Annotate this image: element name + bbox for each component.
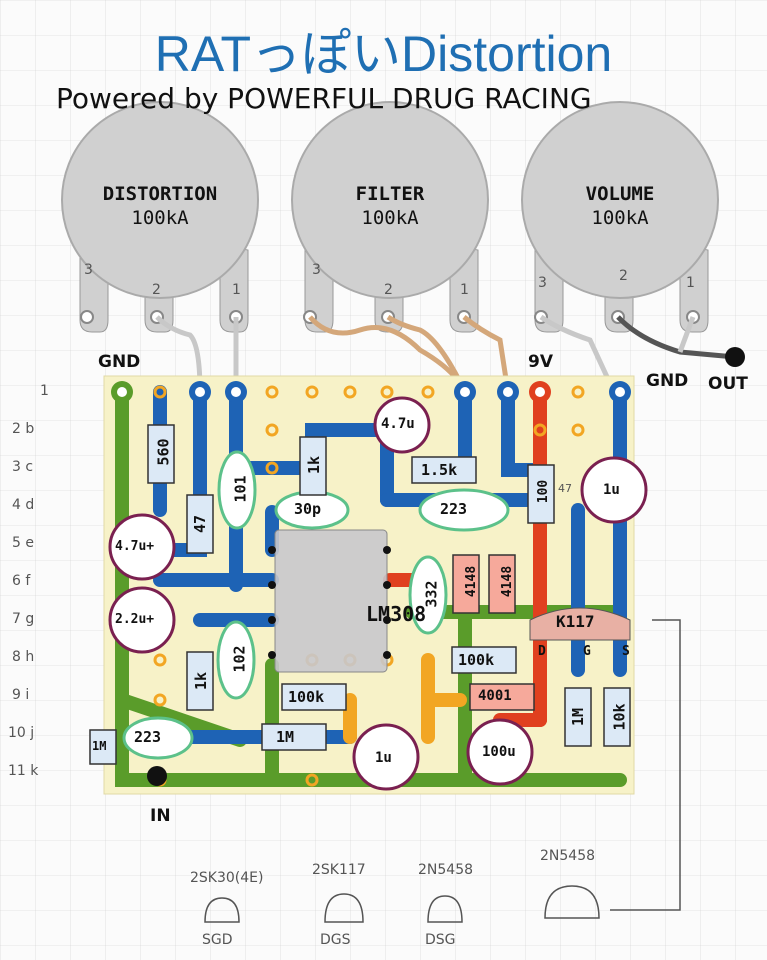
row-label: 1 — [40, 383, 49, 399]
pin-label: 2 — [152, 282, 161, 298]
legend-part: 2N5458 — [418, 862, 474, 878]
row-label: 7 g — [12, 611, 35, 627]
pin-label: 3 — [538, 275, 547, 291]
resistor-1m-small — [89, 729, 117, 765]
ic-pins — [268, 546, 391, 659]
resistor-label: 100k — [288, 688, 325, 706]
elec-cap-label: 2.2u+ — [115, 612, 155, 627]
row-label: 4 d — [12, 497, 35, 513]
resistor-label: 10k — [610, 703, 629, 731]
diode-label: 4148 — [464, 565, 480, 598]
pot-distortion-name: DISTORTION — [102, 183, 218, 205]
pads — [111, 381, 631, 403]
resistor-label: 1M — [276, 728, 295, 746]
row-label: 6 f — [12, 573, 31, 589]
resistors — [147, 424, 631, 751]
film-cap-label: 223 — [134, 728, 162, 746]
film-cap-label: 30p — [294, 500, 322, 518]
diodes — [452, 554, 535, 711]
out-label: OUT — [708, 374, 748, 394]
pot-distortion — [61, 101, 259, 333]
elec-cap-label: 4.7u — [381, 416, 415, 432]
legend-part: 2N5458 — [540, 848, 596, 864]
elec-cap-label: 1u — [375, 750, 392, 766]
electrolytic-caps — [108, 396, 648, 791]
legend-pins: DGS — [320, 932, 351, 948]
elec-cap-label: 4.7u+ — [115, 539, 155, 554]
transistor-legend-shapes — [204, 619, 681, 923]
gnd-label: GND — [98, 352, 141, 372]
pin-s-label: S — [622, 644, 630, 659]
row-label: 8 h — [12, 649, 35, 665]
diode-label: 4001 — [478, 688, 512, 704]
resistor-label: 560 — [154, 438, 173, 466]
resistor-100-label: 100 — [536, 479, 552, 504]
row-label: 10 j — [8, 725, 35, 741]
film-cap-label: 223 — [440, 500, 468, 518]
row-label: 2 b — [12, 421, 35, 437]
pot-distortion-value: 100kA — [131, 207, 189, 229]
pin-label: 3 — [84, 262, 93, 278]
pin-g-label: G — [583, 644, 591, 659]
pin-label: 2 — [384, 282, 393, 298]
row-label: 9 i — [12, 687, 30, 703]
elec-cap-label: 100u — [482, 744, 516, 760]
jfet-label: K117 — [556, 612, 595, 631]
film-cap-label: 332 — [422, 580, 441, 608]
film-cap-label: 102 — [230, 645, 249, 673]
row-label: 3 c — [12, 459, 34, 475]
resistor-label: 1k — [305, 455, 324, 475]
note-47: 47 — [558, 482, 572, 495]
pot-volume-name: VOLUME — [585, 183, 655, 205]
row-label: 11 k — [8, 763, 39, 779]
resistor-label: 1.5k — [421, 461, 458, 479]
in-jack — [147, 766, 167, 786]
pin-d-label: D — [538, 644, 546, 659]
row-label: 5 e — [12, 535, 34, 551]
pot-volume-value: 100kA — [591, 207, 649, 229]
pin-label: 2 — [619, 268, 628, 284]
legend-pins: SGD — [202, 932, 233, 948]
pin-label: 1 — [460, 282, 469, 298]
resistor-label: 100k — [458, 651, 495, 669]
resistor-label: 47 — [191, 514, 210, 534]
legend-pins: DSG — [425, 932, 456, 948]
resistor-label: 1k — [192, 671, 211, 691]
legend-part: 2SK117 — [312, 862, 366, 878]
page-title: RATっぽいDistortion — [154, 26, 613, 82]
legend-part: 2SK30(4E) — [190, 870, 264, 886]
film-cap-label: 101 — [231, 475, 250, 503]
gnd-out-label: GND — [646, 371, 689, 391]
ic-body — [274, 529, 388, 673]
page-subtitle: Powered by POWERFUL DRUG RACING — [56, 82, 592, 115]
pot-filter-name: FILTER — [355, 183, 425, 205]
pot-filter — [291, 101, 489, 333]
out-jack — [725, 347, 745, 367]
pin-label: 1 — [232, 282, 241, 298]
jfet-k117 — [529, 607, 631, 641]
in-label: IN — [150, 806, 171, 826]
pin-label: 3 — [312, 262, 321, 278]
resistor-label: 1M — [92, 739, 107, 753]
ic-label: LM308 — [366, 602, 427, 626]
pot-filter-value: 100kA — [361, 207, 419, 229]
resistor-label: 1M — [569, 707, 588, 727]
diode-label: 4148 — [500, 565, 516, 598]
nine-volt-label: 9V — [528, 352, 553, 372]
traces — [115, 385, 627, 787]
elec-cap-label: 1u — [603, 482, 620, 498]
pin-label: 1 — [686, 275, 695, 291]
